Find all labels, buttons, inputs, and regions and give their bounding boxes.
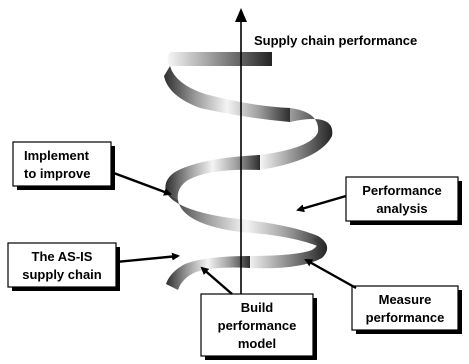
spiral-segment-4 — [166, 192, 326, 250]
spiral-segment-top-back — [167, 52, 272, 66]
spiral-segment-3 — [165, 155, 260, 200]
spiral-segment-6 — [166, 256, 250, 290]
axis-label: Supply chain performance — [254, 33, 417, 48]
as-is-arrow — [115, 252, 180, 264]
performance-analysis-arrow — [296, 194, 347, 213]
as-is-line-1: The AS-IS — [32, 249, 93, 264]
as-is-line-2: supply chain — [22, 267, 102, 282]
measure-arrow — [304, 258, 357, 290]
build-model-arrow — [200, 266, 233, 295]
implement-line-1: Implement — [24, 148, 90, 163]
implement-box: Implement to improve — [12, 141, 115, 190]
measure-line-2: performance — [366, 310, 445, 325]
performance-analysis-line-1: Performance — [362, 183, 441, 198]
build-model-box: Build performance model — [200, 293, 317, 360]
spiral-segment-5 — [248, 236, 328, 269]
spiral-segment-1 — [164, 66, 290, 122]
measure-box: Measure performance — [351, 285, 462, 334]
spiral-segment-2 — [260, 108, 333, 170]
axis-arrowhead-icon — [235, 8, 247, 22]
implement-arrow — [110, 170, 172, 196]
as-is-box: The AS-IS supply chain — [7, 242, 120, 291]
build-model-line-1: Build — [241, 300, 274, 315]
performance-analysis-line-2: analysis — [376, 201, 427, 216]
implement-line-2: to improve — [24, 166, 90, 181]
build-model-line-3: model — [238, 336, 276, 351]
performance-analysis-box: Performance analysis — [345, 176, 462, 225]
build-model-line-2: performance — [218, 318, 297, 333]
measure-line-1: Measure — [379, 292, 432, 307]
spiral-ribbon — [164, 52, 333, 290]
